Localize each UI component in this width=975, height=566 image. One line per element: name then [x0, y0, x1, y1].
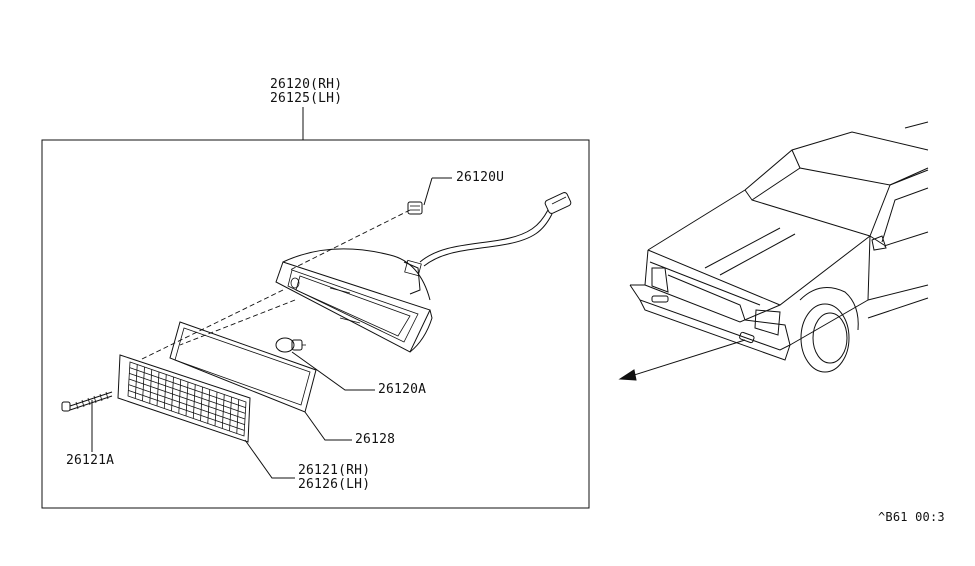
- parts-frame: [41, 139, 590, 509]
- screw-part: [61, 391, 113, 412]
- bulb-part-number: 26120A: [378, 382, 427, 397]
- gasket-leader: [304, 411, 352, 441]
- gasket-part-number: 26128: [355, 432, 396, 447]
- lamp-housing: [275, 248, 433, 353]
- location-arrow: [618, 339, 746, 381]
- assembly-part-number-lh: 26125(LH): [270, 91, 343, 106]
- screw-part-number: 26121A: [66, 453, 115, 468]
- diagram-code: ^B61 00:3: [878, 510, 945, 524]
- wire-harness: [419, 192, 572, 267]
- socket-leader: [423, 177, 433, 206]
- socket-part: [407, 201, 423, 215]
- lens-part: [117, 354, 251, 443]
- bulb-leader: [291, 351, 375, 391]
- assembly-part-number-rh: 26120(RH): [270, 77, 343, 92]
- gasket-part: [169, 321, 317, 413]
- lens-leader: [244, 439, 295, 479]
- lens-part-number-rh: 26121(RH): [298, 463, 371, 478]
- bulb-part: [275, 337, 306, 353]
- lens-part-number-lh: 26126(LH): [298, 477, 371, 492]
- truck-illustration: [629, 121, 929, 373]
- socket-part-number: 26120U: [456, 170, 505, 185]
